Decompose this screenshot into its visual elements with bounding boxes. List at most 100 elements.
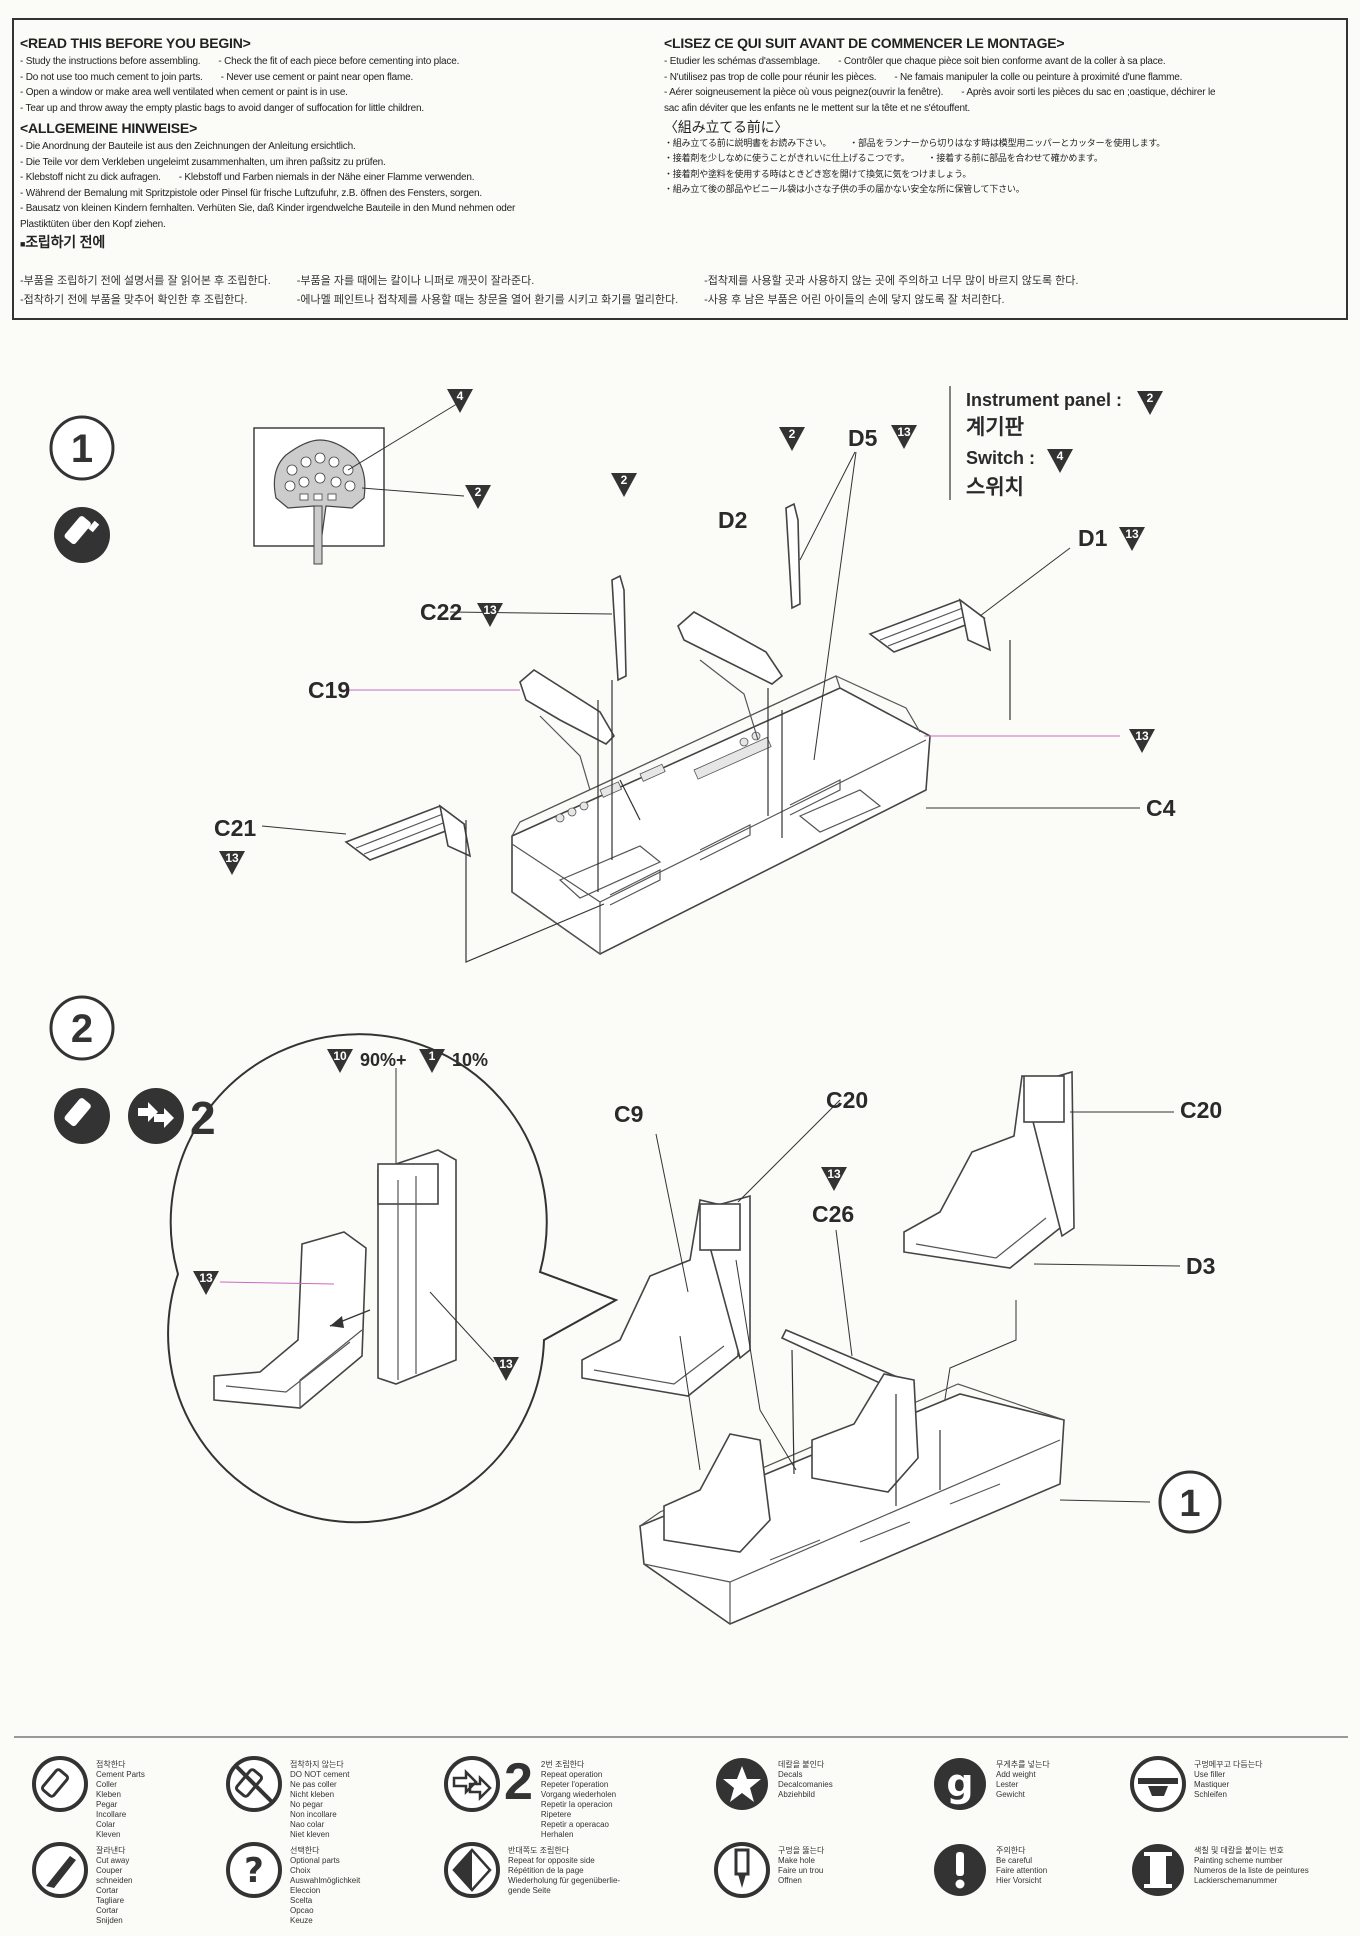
- legend-text: 2번 조립한다 Repeat operation Repeter l'opera…: [540, 1760, 617, 1839]
- step-2-number: 2: [71, 1007, 93, 1051]
- seat-c20: [903, 1070, 1181, 1431]
- assembled-tub: [639, 1349, 1151, 1625]
- symbol-legend: 접착한다 Cement Parts Coller Kleben Pegar In…: [14, 1736, 1348, 1928]
- en-line: - Do not use too much cement to join par…: [20, 71, 203, 83]
- color-callout-number: 2: [789, 427, 796, 441]
- part-c22: [449, 574, 627, 682]
- kr-line: -부품을 자를 때에는 칼이나 니퍼로 깨끗이 잘라준다.: [296, 275, 535, 287]
- color-callout-number: 1: [429, 1049, 436, 1063]
- detail-callout-bubble: [167, 1033, 619, 1524]
- label-d1: D1: [1078, 525, 1108, 551]
- en-line: - Never use cement or paint near open fl…: [220, 71, 414, 83]
- label-c21: C21: [214, 815, 256, 841]
- color-callout-number: 2: [1147, 391, 1154, 405]
- step-reference-number: 1: [1179, 1483, 1200, 1525]
- kr-line: -사용 후 남은 부품은 어린 아이들의 손에 닿지 않도록 잘 처리한다.: [704, 294, 1005, 306]
- legend-caution: 주의한다 Be careful Faire attention Hier Vor…: [932, 1842, 1047, 1898]
- english-title: <READ THIS BEFORE YOU BEGIN>: [20, 35, 251, 51]
- jp-line: ・部品をランナーから切りはなす時は模型用ニッパーとカッターを使用します。: [849, 137, 1166, 148]
- de-line: - Während der Bemalung mit Spritzpistole…: [20, 187, 482, 199]
- english-notice: <READ THIS BEFORE YOU BEGIN> - Study the…: [20, 34, 660, 253]
- legend-text: 구멍을 뚫는다 Make hole Faire un trou Offnen: [778, 1846, 825, 1885]
- legend-text: 색칠 및 데칼을 붙이는 번호 Painting scheme number N…: [1194, 1846, 1309, 1885]
- legend-text: 데칼을 붙인다 Decals Decalcomanies Abziehbild: [778, 1760, 833, 1799]
- mix-pct-a: 90%+: [360, 1050, 407, 1070]
- part-d5: [785, 451, 856, 610]
- switch-korean: 스위치: [966, 475, 1024, 499]
- french-notice: <LISEZ CE QUI SUIT AVANT DE COMMENCER LE…: [664, 34, 1344, 198]
- label-c26: C26: [812, 1201, 854, 1227]
- step-2-marker: [49, 995, 115, 1061]
- color-callout-number: 2: [621, 473, 628, 487]
- notice-box: <READ THIS BEFORE YOU BEGIN> - Study the…: [12, 18, 1348, 320]
- part-c21: [261, 804, 472, 861]
- fr-line: - Après avoir sorti les pièces du sac en…: [961, 87, 1216, 98]
- legend-repeat: 2 2번 조립한다 Repeat operation Repeter l'ope…: [444, 1756, 616, 1840]
- seat-c9: [581, 1099, 841, 1397]
- cockpit-tub-c4: [511, 675, 931, 956]
- legend-painting-scheme: 색칠 및 데칼을 붙이는 번호 Painting scheme number N…: [1130, 1842, 1309, 1898]
- seat-detail: [213, 1149, 457, 1409]
- legend-no-cement: 접착하지 않는다 DO NOT cement Ne pas coller Nic…: [226, 1756, 349, 1840]
- korean-notice: -부품을 조립하기 전에 설명서를 잘 읽어본 후 조립한다. -접착하기 전에 …: [20, 272, 1340, 310]
- repeat-count: 2: [504, 1753, 533, 1811]
- cement-icon: [54, 1088, 110, 1144]
- fr-line: - Ne famais manipuler la colle ou peintu…: [894, 71, 1183, 83]
- step-reference-marker: [1158, 1470, 1222, 1534]
- de-line: - Klebstoff und Farben niemals in der Nä…: [178, 172, 475, 183]
- legend-text: 선택한다 Optional parts Choix Auswahlmöglich…: [290, 1846, 361, 1925]
- svg-text:?: ?: [244, 1851, 264, 1891]
- part-c26: [780, 1229, 916, 1395]
- en-line: - Tear up and throw away the empty plast…: [20, 102, 424, 114]
- jp-line: ・接着する前に部品を合わせて確かめます。: [927, 153, 1103, 163]
- step-1: 1 4 2 Instrument panel : 2: [49, 386, 1176, 963]
- color-callout-number: 10: [333, 1049, 347, 1063]
- color-callout-number: 13: [827, 1167, 841, 1181]
- color-callout-number: 13: [1135, 729, 1149, 743]
- mix-pct-b: 10%: [452, 1050, 488, 1070]
- korean-title: 조립하기 전에: [20, 234, 660, 253]
- legend-filler: 구멍메꾸고 다듬는다 Use filler Mastiquer Schleife…: [1130, 1756, 1262, 1812]
- legend-cement: 접착한다 Cement Parts Coller Kleben Pegar In…: [32, 1756, 145, 1840]
- french-title: <LISEZ CE QUI SUIT AVANT DE COMMENCER LE…: [664, 35, 1065, 51]
- color-callout-number: 4: [457, 389, 464, 403]
- legend-decals: 데칼을 붙인다 Decals Decalcomanies Abziehbild: [714, 1756, 833, 1812]
- jp-line: ・組み立てる前に説明書をお読み下さい。: [664, 137, 832, 148]
- instrument-panel-label: Instrument panel :: [966, 390, 1122, 410]
- legend-text: 접착하지 않는다 DO NOT cement Ne pas coller Nic…: [290, 1760, 350, 1839]
- de-line: - Bausatz von kleinen Kindern fernhalten…: [20, 203, 516, 214]
- legend-text: 접착한다 Cement Parts Coller Kleben Pegar In…: [96, 1760, 145, 1839]
- japanese-title: 〈組み立てる前に〉: [664, 119, 789, 135]
- opposite-icon: [444, 1842, 500, 1898]
- legend-text: 구멍메꾸고 다듬는다 Use filler Mastiquer Schleife…: [1194, 1760, 1263, 1799]
- repeat-icon: [444, 1756, 500, 1812]
- color-callout-number: 13: [483, 603, 497, 617]
- jp-line: ・組み立て後の部品やビニール袋は小さな子供の手の届かない安全な所に保管して下さい…: [664, 184, 1025, 194]
- knife-icon: [32, 1842, 88, 1898]
- fr-line: - Contrôler que chaque pièce soit bien c…: [838, 56, 1166, 67]
- legend-text: 무게추를 넣는다 Add weight Lester Gewicht: [996, 1760, 1050, 1799]
- part-d1: [868, 547, 1071, 653]
- weight-icon: g: [934, 1758, 986, 1810]
- color-callout-number: 13: [897, 425, 911, 439]
- step-1-number: 1: [71, 427, 93, 471]
- de-line: - Die Teile vor dem Verkleben ungeleimt …: [20, 156, 386, 168]
- step-1-marker: [49, 415, 115, 481]
- label-d5: D5: [848, 425, 878, 451]
- en-line: - Check the fit of each piece before cem…: [218, 56, 460, 67]
- label-c4: C4: [1146, 795, 1176, 821]
- legend-opposite-side: 반대쪽도 조립한다 Repeat for opposite side Répét…: [444, 1842, 620, 1898]
- cement-icon: [32, 1756, 88, 1812]
- fr-line: - N'utilisez pas trop de colle pour réun…: [664, 71, 877, 83]
- label-c20-right: C20: [1180, 1097, 1222, 1123]
- legend-weight: g 무게추를 넣는다 Add weight Lester Gewicht: [932, 1756, 1050, 1812]
- en-line: - Open a window or make area well ventil…: [20, 87, 348, 98]
- kr-line: -접착제를 사용할 곳과 사용하지 않는 곳에 주의하고 너무 많이 바르지 않…: [704, 275, 1079, 287]
- kr-line: -에나멜 페인트나 접착제를 사용할 때는 창문을 열어 환기를 시키고 화기를…: [296, 294, 679, 306]
- kr-line: -부품을 조립하기 전에 설명서를 잘 읽어본 후 조립한다.: [20, 275, 271, 287]
- switch-label: Switch :: [966, 448, 1035, 468]
- kr-line: -접착하기 전에 부품을 맞추어 확인한 후 조립한다.: [20, 294, 248, 306]
- german-title: <ALLGEMEINE HINWEISE>: [20, 120, 198, 136]
- de-line: - Die Anordnung der Bauteile ist aus den…: [20, 141, 356, 152]
- cement-icon: [54, 507, 110, 563]
